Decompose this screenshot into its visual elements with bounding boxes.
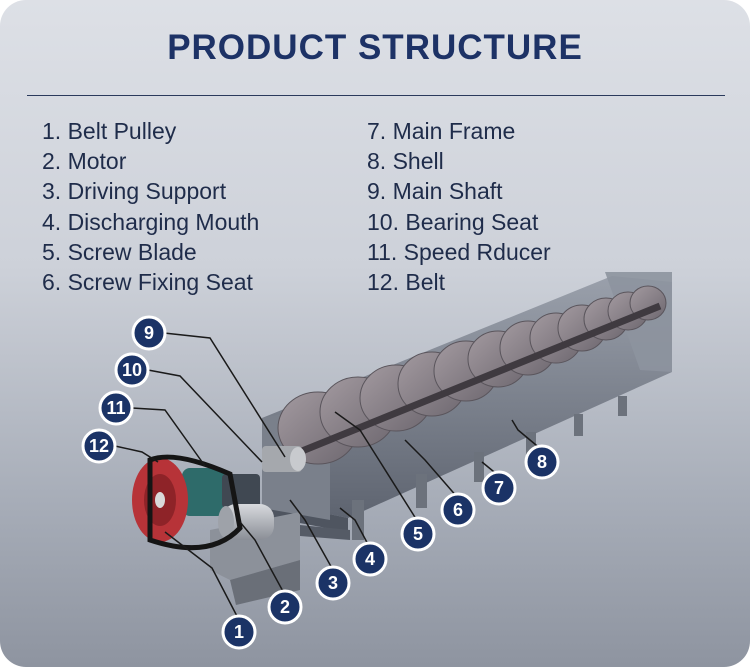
parts-list-left: 1. Belt Pulley 2. Motor 3. Driving Suppo…: [42, 116, 259, 297]
svg-text:5: 5: [413, 524, 423, 544]
motor: [218, 504, 274, 540]
part-item: 6. Screw Fixing Seat: [42, 269, 253, 296]
callout-badge-6: 6: [440, 492, 476, 528]
svg-text:8: 8: [537, 452, 547, 472]
part-item: 12. Belt: [367, 269, 445, 296]
svg-text:12: 12: [89, 436, 109, 456]
svg-text:1: 1: [234, 622, 244, 642]
svg-text:9: 9: [144, 323, 154, 343]
part-item: 1. Belt Pulley: [42, 118, 177, 144]
svg-text:3: 3: [328, 573, 338, 593]
frame-legs: [352, 396, 627, 540]
callout-badge-3: 3: [315, 565, 351, 601]
leader-lines: [114, 332, 543, 621]
main-shaft: [268, 302, 662, 468]
callout-badge-8: 8: [524, 444, 560, 480]
callout-badge-9: 9: [131, 315, 167, 351]
callout-badge-4: 4: [352, 541, 388, 577]
part-item: 8. Shell: [367, 148, 444, 175]
callout-badge-11: 11: [98, 390, 134, 426]
part-item: 9. Main Shaft: [367, 178, 503, 205]
belt-pulley: [132, 458, 188, 542]
svg-text:2: 2: [280, 597, 290, 617]
page-title: PRODUCT STRUCTURE: [167, 28, 583, 67]
title-divider: [27, 95, 725, 96]
part-item: 10. Bearing Seat: [367, 208, 539, 235]
callout-badge-12: 12: [81, 428, 117, 464]
svg-text:6: 6: [453, 500, 463, 520]
belt: [147, 454, 243, 551]
svg-text:11: 11: [106, 398, 125, 418]
svg-text:4: 4: [365, 549, 375, 569]
parts-list-right: 7. Main Frame 8. Shell 9. Main Shaft 10.…: [367, 116, 551, 297]
part-item: 4. Discharging Mouth: [42, 208, 260, 235]
svg-text:10: 10: [122, 360, 142, 380]
callout-badge-1: 1: [221, 614, 257, 650]
part-item: 5. Screw Blade: [42, 238, 197, 265]
callout-badge-7: 7: [481, 470, 517, 506]
part-item: 3. Driving Support: [42, 178, 227, 205]
callout-badge-10: 10: [114, 352, 150, 388]
svg-text:7: 7: [494, 478, 504, 498]
bearing-seat: [262, 446, 306, 472]
callout-badge-2: 2: [267, 589, 303, 625]
part-item: 11. Speed Rducer: [367, 238, 551, 265]
part-item: 7. Main Frame: [367, 118, 516, 144]
callout-badge-5: 5: [400, 516, 436, 552]
part-item: 2. Motor: [42, 148, 127, 175]
